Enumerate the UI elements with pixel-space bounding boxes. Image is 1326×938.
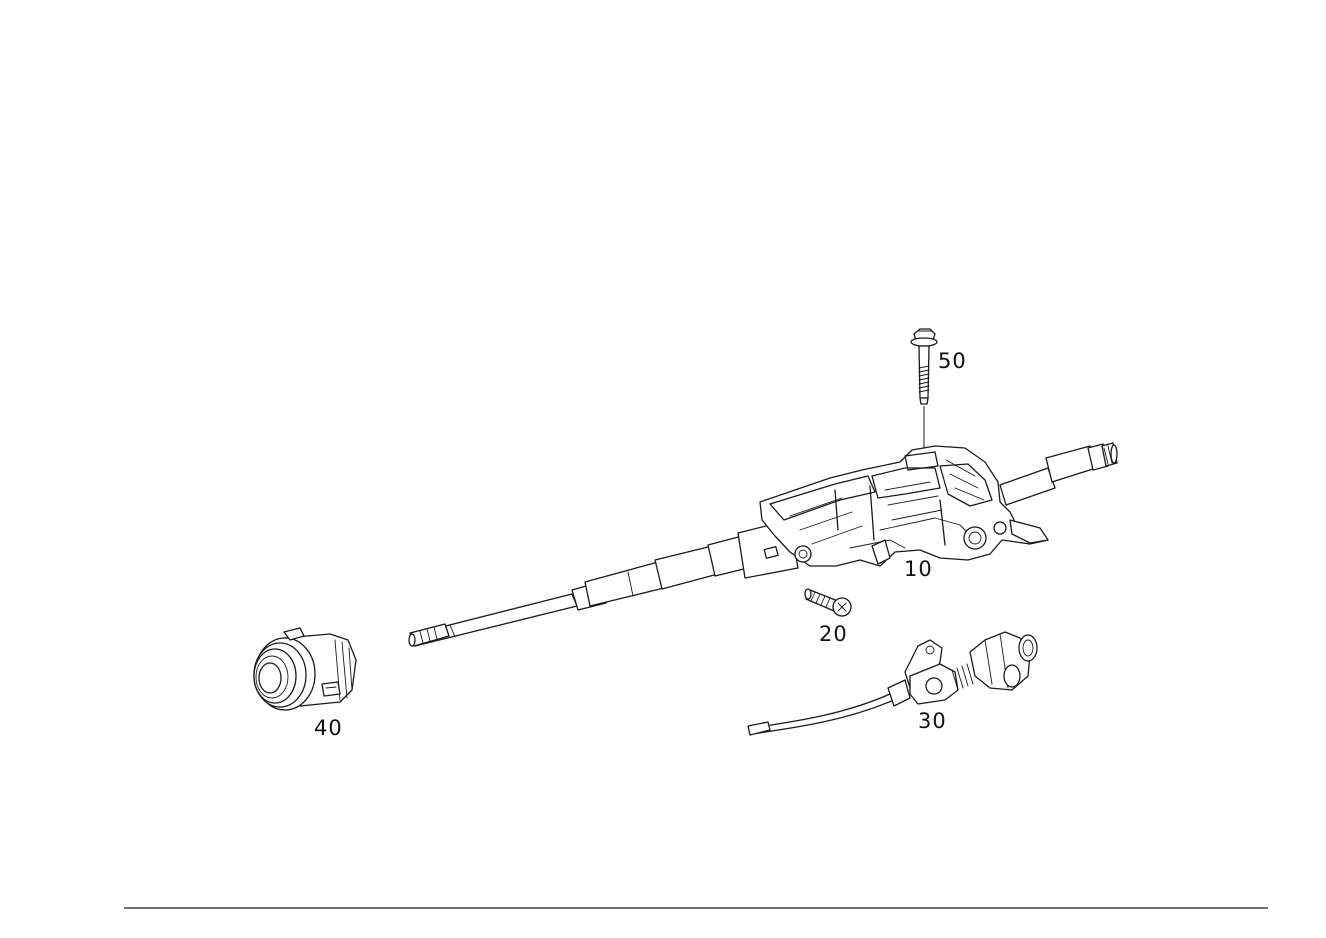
- part-label-40: 40: [314, 716, 343, 740]
- part-40-clock-spring[interactable]: [253, 627, 357, 711]
- part-label-30: 30: [918, 709, 947, 733]
- part-label-20: 20: [819, 622, 848, 646]
- part-label-10: 10: [904, 557, 933, 581]
- part-30-cable-lock[interactable]: [747, 631, 1038, 736]
- part-50-bolt[interactable]: [910, 328, 938, 448]
- part-10-steering-column[interactable]: [408, 442, 1118, 647]
- part-label-50: 50: [938, 349, 967, 373]
- part-20-screw[interactable]: [804, 588, 852, 617]
